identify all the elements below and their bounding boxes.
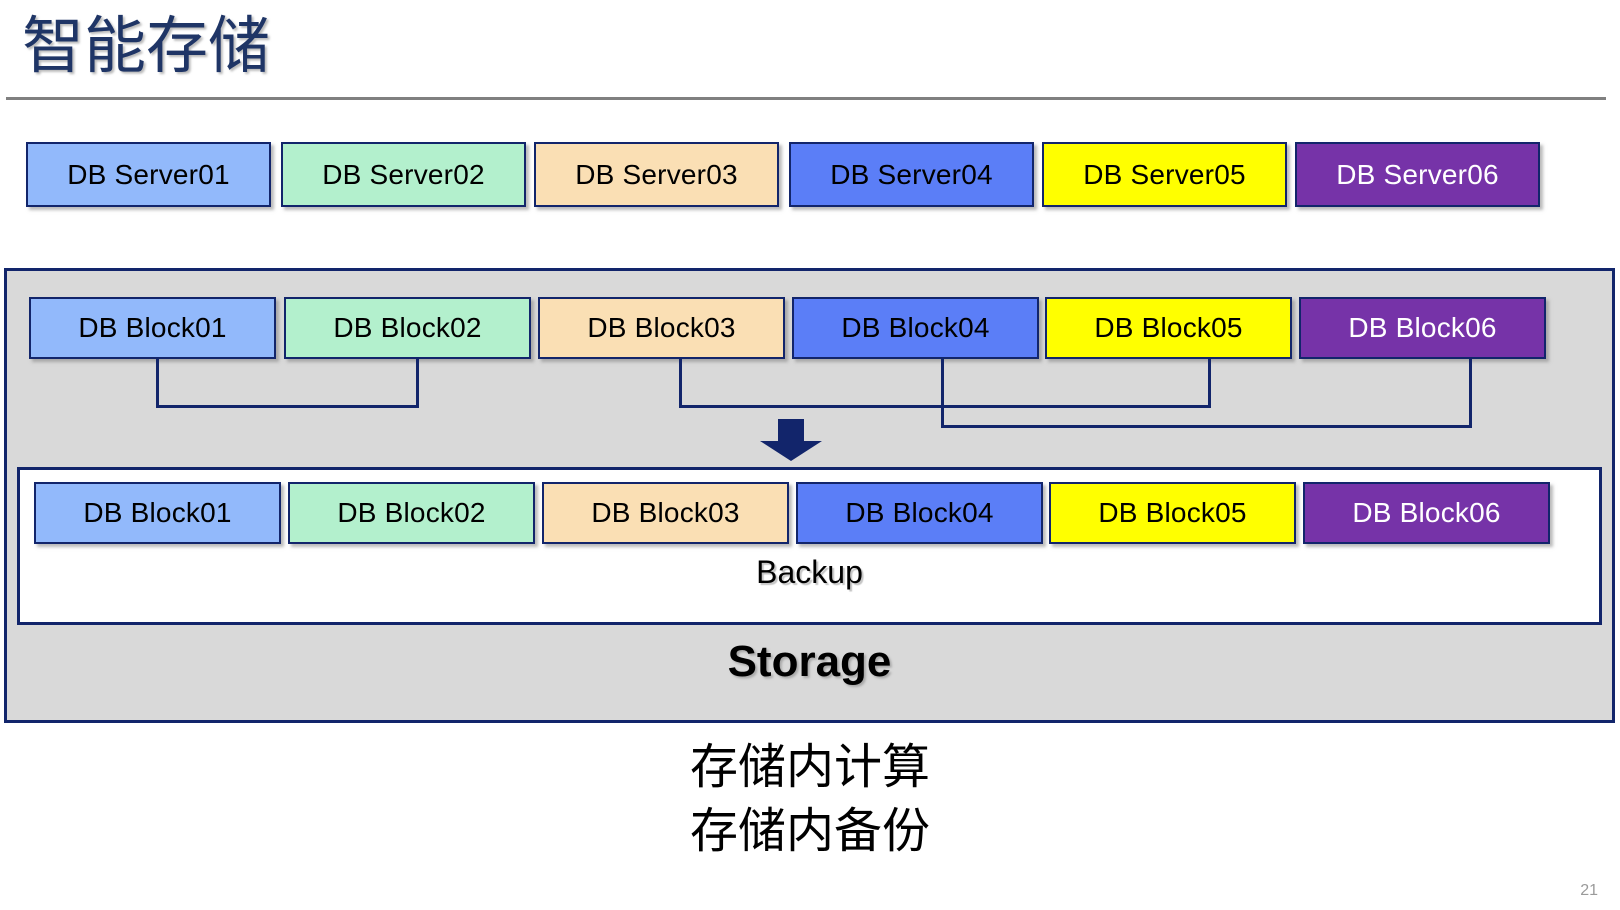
db-block-lower-box-3-label: DB Block03 — [591, 497, 740, 528]
db-server-box-5[interactable]: DB Server05 — [1042, 142, 1287, 207]
db-block-lower-box-6[interactable]: DB Block06 — [1303, 482, 1550, 544]
db-block-upper-box-5[interactable]: DB Block05 — [1045, 297, 1292, 359]
db-block-upper-box-2[interactable]: DB Block02 — [284, 297, 531, 359]
db-server-box-6[interactable]: DB Server06 — [1295, 142, 1540, 207]
db-server-box-2[interactable]: DB Server02 — [281, 142, 526, 207]
db-block-lower-box-1-label: DB Block01 — [83, 497, 232, 528]
db-block-upper-box-4[interactable]: DB Block04 — [792, 297, 1039, 359]
db-block-upper-box-5-label: DB Block05 — [1094, 312, 1243, 343]
db-block-lower-box-6-label: DB Block06 — [1352, 497, 1501, 528]
connector-block03-down — [679, 359, 682, 408]
db-block-upper-box-3-label: DB Block03 — [587, 312, 736, 343]
connector-block01-02-join — [156, 405, 419, 408]
db-block-lower-box-3[interactable]: DB Block03 — [542, 482, 789, 544]
db-server-box-1[interactable]: DB Server01 — [26, 142, 271, 207]
connector-block05-down — [1208, 359, 1211, 408]
db-block-upper-box-1[interactable]: DB Block01 — [29, 297, 276, 359]
backup-box: DB Block01 DB Block02 DB Block03 DB Block04… — [17, 467, 1602, 625]
caption-line-2: 存储内备份 — [689, 805, 930, 858]
connector-block03-05-join — [679, 405, 1211, 408]
db-block-lower-box-5-label: DB Block05 — [1098, 497, 1247, 528]
db-server-box-2-label: DB Server02 — [322, 158, 485, 190]
db-block-lower-box-1[interactable]: DB Block01 — [34, 482, 281, 544]
db-block-upper-box-1-label: DB Block01 — [78, 312, 227, 343]
db-block-upper-box-2-label: DB Block02 — [333, 312, 482, 343]
db-block-lower-box-4[interactable]: DB Block04 — [796, 482, 1043, 544]
db-block-upper-box-6[interactable]: DB Block06 — [1299, 297, 1546, 359]
db-block-upper-box-4-label: DB Block04 — [841, 312, 990, 343]
caption-block: 存储内计算存储内备份 — [0, 736, 1620, 864]
connector-block04-06-join — [941, 425, 1472, 428]
connector-block02-down — [416, 359, 419, 408]
db-block-lower-box-4-label: DB Block04 — [845, 497, 994, 528]
db-block-upper-box-3[interactable]: DB Block03 — [538, 297, 785, 359]
db-server-box-4[interactable]: DB Server04 — [789, 142, 1034, 207]
page-title: 智能存储 — [22, 12, 271, 81]
db-server-box-3-label: DB Server03 — [575, 158, 738, 190]
connector-block01-down — [156, 359, 159, 408]
db-server-box-4-label: DB Server04 — [830, 158, 993, 190]
down-arrow-icon — [760, 419, 822, 461]
db-block-lower-box-2[interactable]: DB Block02 — [288, 482, 535, 544]
connector-block04-down — [941, 359, 944, 428]
db-server-box-5-label: DB Server05 — [1083, 158, 1246, 190]
storage-label: Storage — [727, 637, 892, 686]
page-number: 21 — [1580, 882, 1598, 899]
db-block-upper-box-6-label: DB Block06 — [1348, 312, 1497, 343]
caption-line-1: 存储内计算 — [689, 741, 930, 794]
storage-container: DB Block01 DB Block02 DB Block03 DB Block04… — [4, 268, 1615, 723]
db-server-box-1-label: DB Server01 — [67, 158, 230, 190]
db-server-box-3[interactable]: DB Server03 — [534, 142, 779, 207]
db-server-box-6-label: DB Server06 — [1336, 158, 1499, 190]
db-block-lower-box-2-label: DB Block02 — [337, 497, 486, 528]
backup-label: Backup — [756, 554, 863, 590]
title-divider — [6, 97, 1606, 100]
db-block-lower-box-5[interactable]: DB Block05 — [1049, 482, 1296, 544]
connector-block06-down — [1469, 359, 1472, 428]
